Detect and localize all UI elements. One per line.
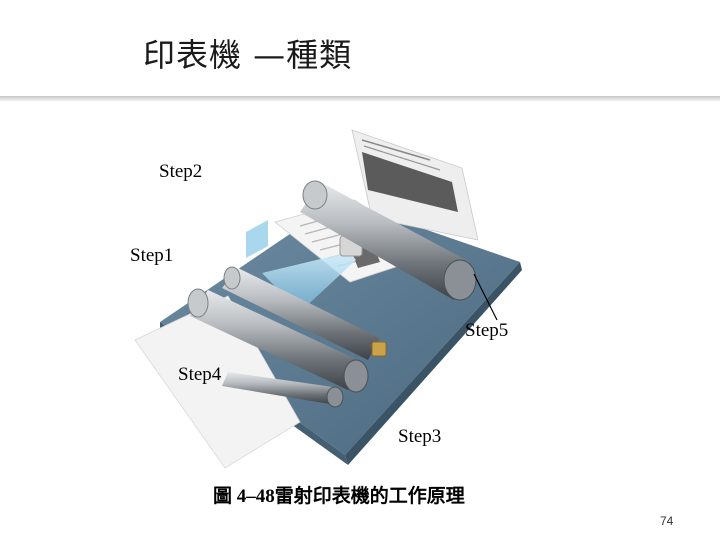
top-roller [300,180,477,301]
slide-title: 印表機 —種類 [143,36,353,74]
figure-caption: 圖 4–48雷射印表機的工作原理 [213,486,465,507]
output-paper [351,129,479,241]
front-roller [187,288,369,393]
middle-roller [222,266,387,360]
step5-label: Step5 [465,320,509,341]
step4-label: Step4 [178,364,222,385]
mirror-panel [246,220,268,258]
step5-pointer [473,273,498,321]
page-number: 74 [660,514,674,528]
printer-tray-edge [345,262,522,465]
lower-roller [222,372,344,408]
title-divider [0,96,720,102]
step3-label: Step3 [398,426,442,447]
step1-label: Step1 [130,245,174,266]
step2-label: Step2 [159,161,203,182]
